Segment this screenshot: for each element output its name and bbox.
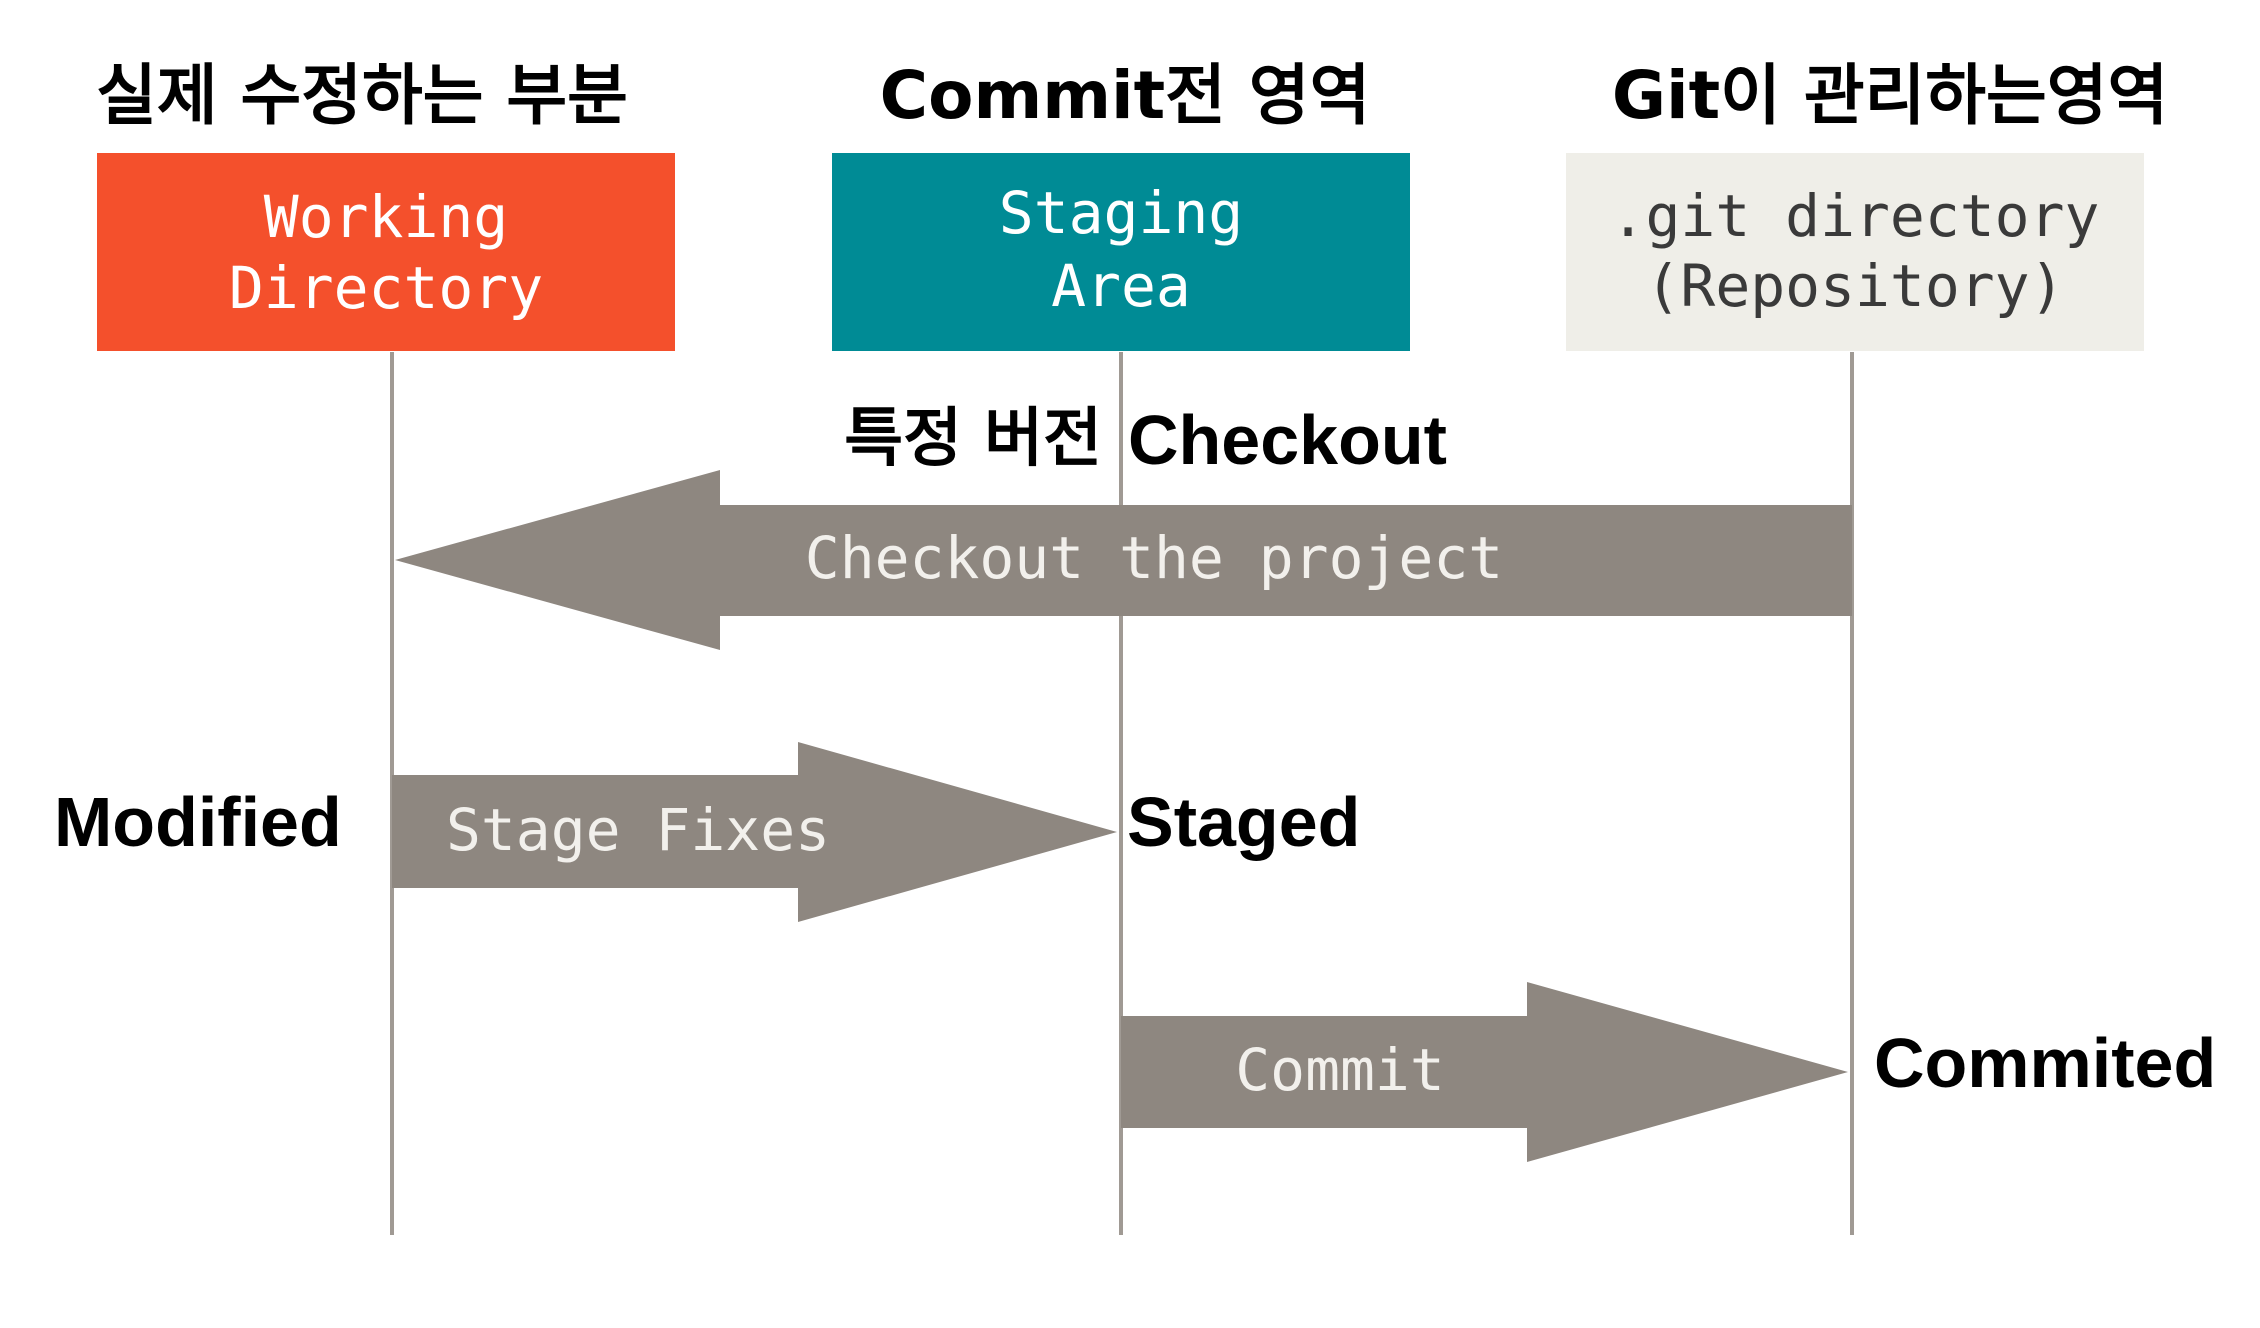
repository-rect	[1566, 153, 2144, 351]
working-directory-box: Working Directory	[97, 153, 675, 351]
stage-fixes-arrow-shape	[392, 742, 1117, 922]
checkout-annotation-en: Checkout	[1128, 401, 1447, 479]
repository-line2: (Repository)	[1645, 252, 2064, 320]
staged-label: Staged	[1127, 783, 1360, 861]
staging-area-line2: Area	[1051, 252, 1191, 320]
commit-arrow-label: Commit	[1235, 1036, 1445, 1104]
checkout-arrow: Checkout the project	[395, 470, 1852, 650]
staging-area-box: Staging Area	[832, 153, 1410, 351]
checkout-arrow-shape	[395, 470, 1852, 650]
commit-arrow: Commit	[1121, 982, 1848, 1162]
working-directory-line1: Working	[264, 183, 508, 251]
checkout-annotation-kr: 특정 버전	[844, 402, 1102, 476]
checkout-arrow-label: Checkout the project	[805, 524, 1503, 592]
staging-area-rect	[832, 153, 1410, 351]
commit-arrow-shape	[1121, 982, 1848, 1162]
working-directory-line2: Directory	[229, 254, 543, 322]
stage-fixes-arrow-label: Stage Fixes	[446, 796, 830, 864]
working-header-label: 실제 수정하는 부분	[96, 57, 628, 134]
staging-header-label: Commit전 영역	[880, 57, 1371, 134]
repository-line1: .git directory	[1611, 182, 2100, 250]
modified-label: Modified	[54, 783, 342, 861]
repository-box: .git directory (Repository)	[1566, 153, 2144, 351]
staging-area-line1: Staging	[999, 179, 1243, 247]
repo-header-label: Git이 관리하는영역	[1612, 57, 2168, 134]
committed-label: Commited	[1874, 1024, 2216, 1102]
working-directory-rect	[97, 153, 675, 351]
stage-fixes-arrow: Stage Fixes	[392, 742, 1117, 922]
